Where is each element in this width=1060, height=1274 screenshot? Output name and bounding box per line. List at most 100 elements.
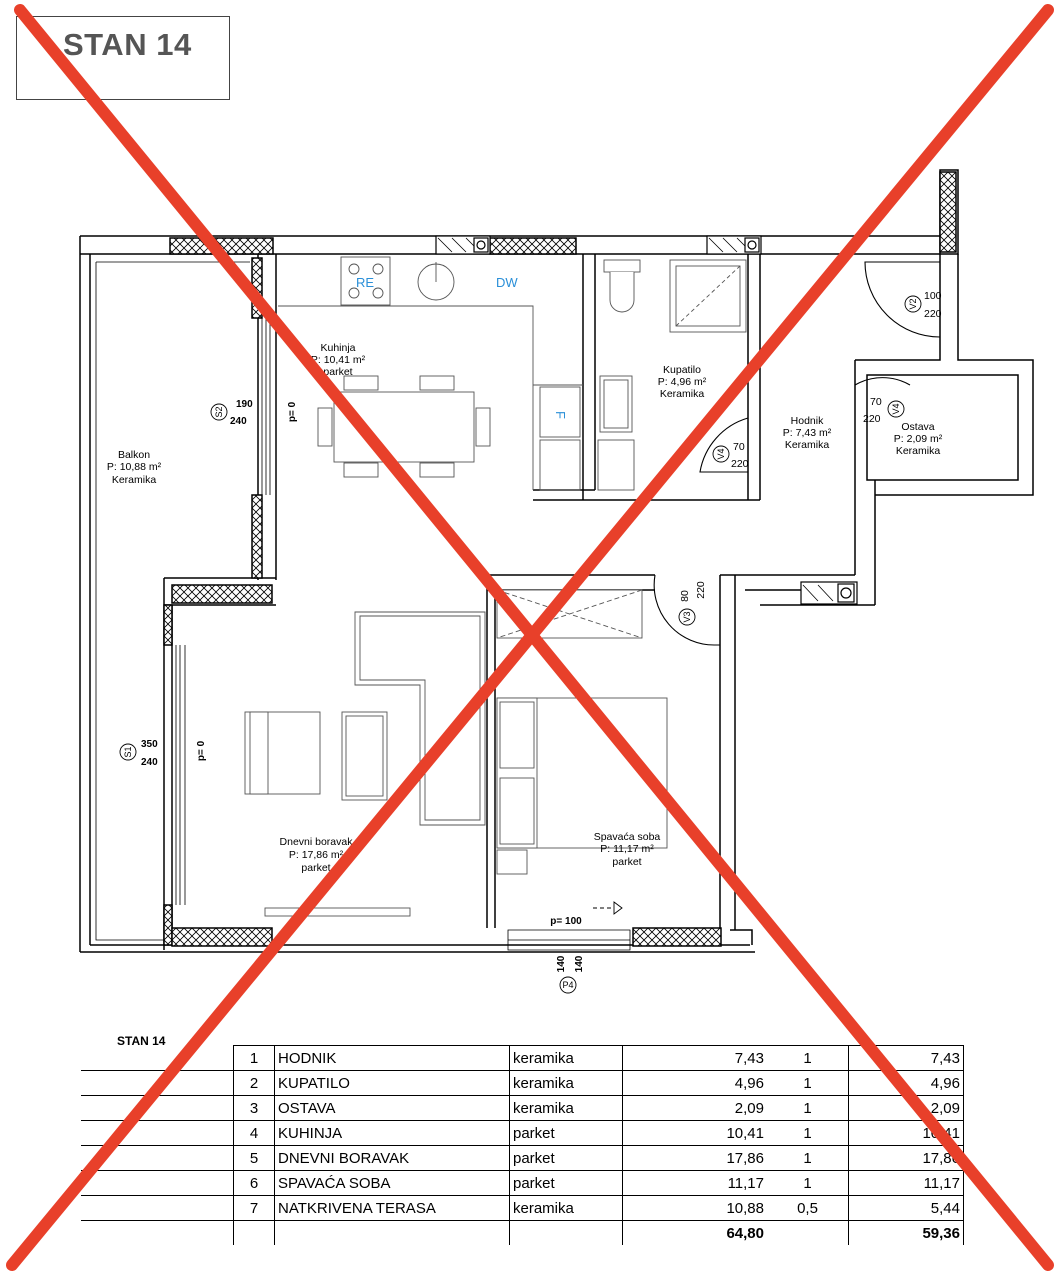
opening-tag-p4: P4	[562, 980, 573, 990]
room-name-dnevni: Dnevni boravak	[280, 836, 354, 848]
coefficient: 0,5	[767, 1195, 849, 1221]
spacer-cell	[509, 1220, 623, 1245]
net-area: 17,86	[848, 1145, 964, 1171]
arrow-head-icon	[613, 901, 623, 915]
room-area-ostava: P: 2,09 m²	[894, 433, 943, 445]
opening-v2-width: 100	[924, 290, 942, 302]
room-area: 7,43	[622, 1045, 767, 1071]
room-floor-kuhinja: parket	[323, 366, 352, 378]
spacer-cell	[233, 1220, 275, 1245]
opening-tag-v4-hall: V4	[716, 448, 726, 459]
net-area: 2,09	[848, 1095, 964, 1121]
room-name-kuhinja: Kuhinja	[320, 342, 355, 354]
row-number: 2	[233, 1070, 275, 1096]
floor-type: parket	[509, 1170, 623, 1196]
coefficient: 1	[767, 1120, 849, 1146]
room-area: 11,17	[622, 1170, 767, 1196]
room-area-spavaca: P: 11,17 m²	[600, 843, 654, 855]
room-floor-kupatilo: Keramika	[660, 388, 705, 400]
opening-tag-v2: V2	[908, 298, 918, 309]
total-area: 64,80	[622, 1220, 767, 1245]
living-furniture	[244, 611, 486, 917]
sill-living: p= 0	[196, 740, 207, 761]
opening-v2-height: 220	[924, 308, 942, 320]
opening-v3-width: 80	[679, 590, 691, 602]
row-number: 4	[233, 1120, 275, 1146]
opening-v4-storage-width: 70	[870, 396, 882, 408]
net-area: 11,17	[848, 1170, 964, 1196]
room-area: 10,88	[622, 1195, 767, 1221]
floor-type: keramika	[509, 1045, 623, 1071]
net-area: 4,96	[848, 1070, 964, 1096]
room-area-hodnik: P: 7,43 m²	[783, 427, 832, 439]
room-floor-hodnik: Keramika	[785, 439, 830, 451]
spacer-cell	[81, 1170, 234, 1196]
dishwasher-label: DW	[496, 275, 518, 290]
opening-tag-v3: V3	[682, 611, 692, 622]
opening-tag-s1: S1	[123, 746, 133, 757]
room-area: 10,41	[622, 1120, 767, 1146]
room-name: KUPATILO	[274, 1070, 510, 1096]
room-name-spavaca: Spavaća soba	[594, 831, 661, 843]
spacer-cell	[767, 1221, 849, 1246]
room-name: OSTAVA	[274, 1095, 510, 1121]
fridge-label: F	[553, 411, 568, 419]
room-area-kupatilo: P: 4,96 m²	[658, 376, 707, 388]
sill-bedroom: p= 100	[550, 916, 582, 927]
row-number: 5	[233, 1145, 275, 1171]
floor-type: keramika	[509, 1195, 623, 1221]
spacer-cell	[81, 1120, 234, 1146]
range-label: RE	[356, 275, 374, 290]
room-name: SPAVAĆA SOBA	[274, 1170, 510, 1196]
room-name-balkon: Balkon	[118, 449, 150, 461]
floor-type: keramika	[509, 1070, 623, 1096]
net-area: 5,44	[848, 1195, 964, 1221]
spacer-cell	[81, 1070, 234, 1096]
room-name: HODNIK	[274, 1045, 510, 1071]
spacer-cell	[274, 1220, 510, 1245]
coefficient: 1	[767, 1095, 849, 1121]
opening-v3-height: 220	[695, 581, 707, 599]
room-area-balkon: P: 10,88 m²	[107, 461, 162, 473]
row-number: 7	[233, 1195, 275, 1221]
spacer-cell	[81, 1221, 234, 1246]
spacer-cell	[81, 1195, 234, 1221]
opening-p4-height: 140	[574, 955, 585, 972]
room-name-ostava: Ostava	[901, 421, 934, 433]
floor-type: parket	[509, 1145, 623, 1171]
floor-plan: RE DW F M	[79, 169, 1034, 994]
opening-v4-hall-width: 70	[733, 441, 745, 453]
room-area: 4,96	[622, 1070, 767, 1096]
spacer-cell	[81, 1145, 234, 1171]
dining-table	[317, 375, 491, 478]
row-number: 1	[233, 1045, 275, 1071]
spacer-cell	[81, 1095, 234, 1121]
opening-v4-hall-height: 220	[731, 458, 749, 470]
room-floor-dnevni: parket	[301, 862, 330, 874]
net-area: 10,41	[848, 1120, 964, 1146]
opening-s2-width: 190	[236, 399, 253, 410]
floor-type: parket	[509, 1120, 623, 1146]
row-number: 3	[233, 1095, 275, 1121]
opening-s1-width: 350	[141, 739, 158, 750]
coefficient: 1	[767, 1045, 849, 1071]
coefficient: 1	[767, 1070, 849, 1096]
room-area-dnevni: P: 17,86 m²	[289, 849, 344, 861]
sill-kitchen: p= 0	[287, 401, 298, 422]
room-floor-ostava: Keramika	[896, 445, 941, 457]
coefficient: 1	[767, 1170, 849, 1196]
opening-s1-height: 240	[141, 757, 158, 768]
room-area: 2,09	[622, 1095, 767, 1121]
room-floor-balkon: Keramika	[112, 474, 157, 486]
room-name-hodnik: Hodnik	[791, 415, 824, 427]
coefficient: 1	[767, 1145, 849, 1171]
opening-p4-width: 140	[556, 955, 567, 972]
opening-tag-v4-storage: V4	[891, 403, 901, 414]
